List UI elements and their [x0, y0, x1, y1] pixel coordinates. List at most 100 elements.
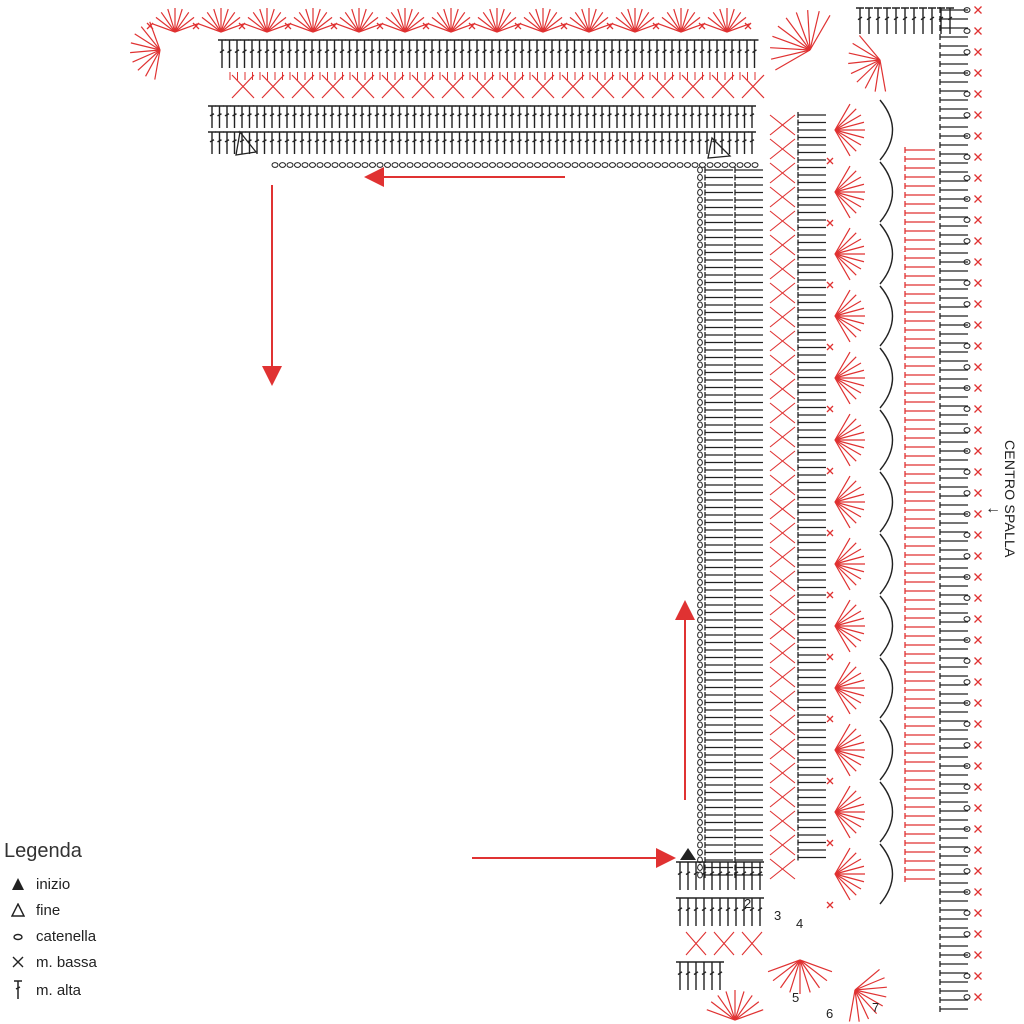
chain-stitch [963, 364, 971, 370]
double-crochet-stitch [485, 105, 494, 128]
double-crochet-stitch [704, 452, 733, 458]
double-crochet-stitch [704, 354, 733, 361]
crossed-stitch [769, 738, 796, 760]
legend-label: catenella [36, 927, 97, 945]
double-crochet-stitch [443, 39, 451, 68]
double-crochet-stitch [939, 1006, 968, 1012]
chain-stitch [697, 181, 703, 189]
chain-stitch [451, 162, 459, 168]
shell-stitch [220, 23, 244, 33]
double-crochet-stitch [335, 105, 344, 128]
chain-stitch [963, 490, 971, 496]
double-crochet-stitch [704, 309, 733, 316]
chain-stitch [963, 427, 971, 433]
double-crochet-stitch [704, 594, 733, 601]
chain-stitch [331, 162, 339, 168]
double-crochet-stitch [797, 217, 826, 223]
double-crochet-stitch [478, 131, 486, 154]
double-crochet-stitch [704, 414, 733, 421]
shell-stitch [706, 1009, 736, 1021]
double-crochet-stitch [728, 39, 736, 68]
double-crochet-stitch [797, 202, 826, 208]
shell-stitch [201, 16, 222, 33]
double-crochet-stitch [904, 660, 935, 666]
shell-stitch [854, 989, 878, 1014]
double-crochet-stitch [230, 131, 239, 154]
double-crochet-stitch [939, 583, 968, 589]
crossed-stitch [769, 162, 796, 184]
double-crochet-stitch [218, 39, 226, 68]
crossed-stitch [769, 570, 796, 592]
single-crochet-stitch [974, 153, 982, 161]
single-crochet-stitch [974, 69, 982, 77]
double-crochet-stitch [797, 457, 826, 463]
double-crochet-stitch [690, 39, 699, 68]
double-crochet-stitch [692, 961, 700, 990]
double-crochet-stitch [734, 707, 763, 713]
chain-stitch [646, 162, 654, 168]
chain-stitch [963, 553, 971, 559]
double-crochet-stitch [939, 817, 968, 823]
shell-stitch [850, 59, 881, 75]
double-crochet-stitch [688, 131, 696, 154]
chain-stitch [697, 451, 703, 459]
double-crochet-stitch [734, 782, 763, 788]
double-crochet-stitch [939, 628, 968, 634]
single-crochet-stitch [826, 777, 834, 785]
double-crochet-stitch [285, 39, 294, 68]
shell-stitch [834, 563, 851, 591]
double-crochet-stitch [508, 131, 516, 154]
row-number: 2 [744, 896, 752, 911]
chain-stitch [697, 804, 703, 811]
scallop-arc [879, 595, 894, 657]
double-crochet-stitch [797, 689, 826, 696]
double-crochet-stitch [939, 88, 968, 94]
chain-stitch [436, 162, 444, 168]
double-crochet-stitch [939, 826, 968, 832]
double-crochet-stitch [320, 105, 329, 128]
double-crochet-stitch [904, 372, 935, 378]
double-crochet-stitch [734, 452, 763, 458]
double-crochet-stitch [904, 183, 935, 189]
double-crochet-stitch [904, 867, 935, 873]
single-crochet-stitch [826, 343, 834, 351]
double-crochet-stitch [939, 493, 968, 499]
shell-stitch [834, 599, 851, 627]
double-crochet-stitch [797, 209, 826, 216]
shell-stitch [397, 8, 406, 33]
shell-stitch [450, 23, 474, 33]
double-crochet-stitch [904, 534, 935, 540]
double-crochet-stitch [797, 187, 826, 193]
double-crochet-stitch [734, 204, 763, 211]
chain-stitch [697, 796, 703, 804]
shell-stitch [854, 977, 885, 991]
double-crochet-stitch [797, 164, 826, 171]
double-crochet-stitch [797, 127, 826, 133]
chain-stitch [624, 162, 631, 168]
shell-stitch [780, 959, 801, 989]
chain-stitch [697, 226, 703, 234]
double-crochet-stitch [253, 105, 261, 128]
double-crochet-stitch [734, 264, 763, 271]
double-crochet-stitch [756, 861, 764, 890]
double-crochet-stitch [797, 269, 826, 276]
shell-stitch [834, 734, 862, 751]
single-crochet-stitch [974, 804, 982, 812]
crossed-stitch [769, 714, 796, 736]
double-crochet-stitch [734, 549, 763, 556]
double-crochet-stitch [797, 794, 826, 801]
double-crochet-stitch [904, 840, 935, 846]
double-crochet-stitch [704, 212, 733, 218]
double-crochet-stitch [939, 916, 968, 922]
double-crochet-stitch [874, 7, 882, 34]
chain-stitch [697, 279, 703, 286]
double-crochet-stitch [904, 705, 935, 711]
double-crochet-stitch [425, 131, 434, 154]
double-crochet-stitch [904, 462, 935, 468]
double-crochet-stitch [263, 39, 271, 68]
scallop-arc [879, 781, 894, 843]
double-crochet-stitch [734, 579, 763, 586]
shell-stitch [726, 16, 747, 33]
shell-stitch [704, 23, 728, 33]
shell-stitch [854, 989, 870, 1020]
